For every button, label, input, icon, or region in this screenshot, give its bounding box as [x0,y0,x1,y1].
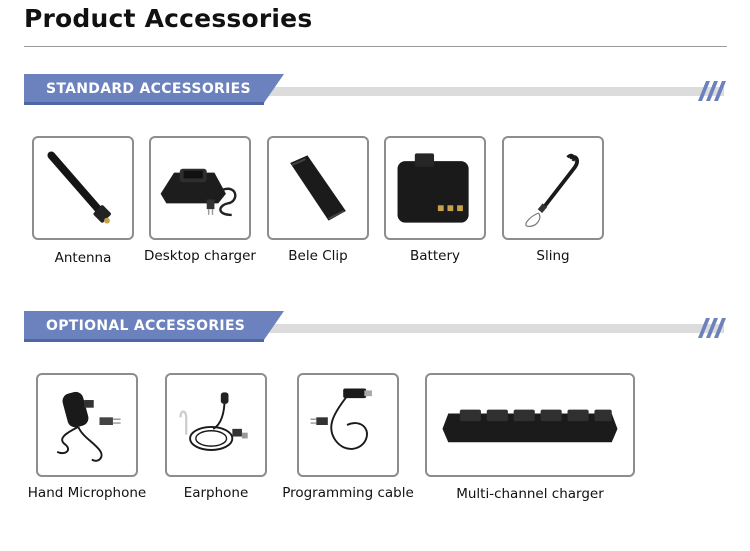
hand-microphone-icon [36,373,138,477]
stripes-icon [698,318,726,338]
product-label: Hand Microphone [27,485,147,501]
standard-accessories-banner: STANDARD ACCESSORIES [24,74,734,108]
stripes-icon [698,81,726,101]
battery-icon [384,136,486,240]
product-label: Bele Clip [288,248,348,264]
banner-bar [254,87,724,96]
antenna-icon [32,136,134,240]
product-label: Antenna [54,250,112,266]
product-label: Sling [536,248,570,264]
banner-bar [254,324,724,333]
product-label: Battery [410,248,460,264]
belt-clip-icon [267,136,369,240]
page-title: Product Accessories [24,4,313,33]
banner-edge [24,102,264,105]
section-title: OPTIONAL ACCESSORIES [24,311,284,341]
section-title: STANDARD ACCESSORIES [24,74,284,104]
product-label: Earphone [183,485,249,501]
earphone-icon [165,373,267,477]
product-label: Desktop charger [144,248,256,264]
sling-icon [502,136,604,240]
optional-accessories-banner: OPTIONAL ACCESSORIES [24,311,734,345]
programming-cable-icon [297,373,399,477]
title-divider [24,46,727,47]
product-label: Programming cable [282,485,414,501]
banner-edge [24,339,264,342]
product-label: Multi-channel charger [456,486,604,502]
multi-channel-charger-icon [425,373,635,477]
desktop-charger-icon [149,136,251,240]
